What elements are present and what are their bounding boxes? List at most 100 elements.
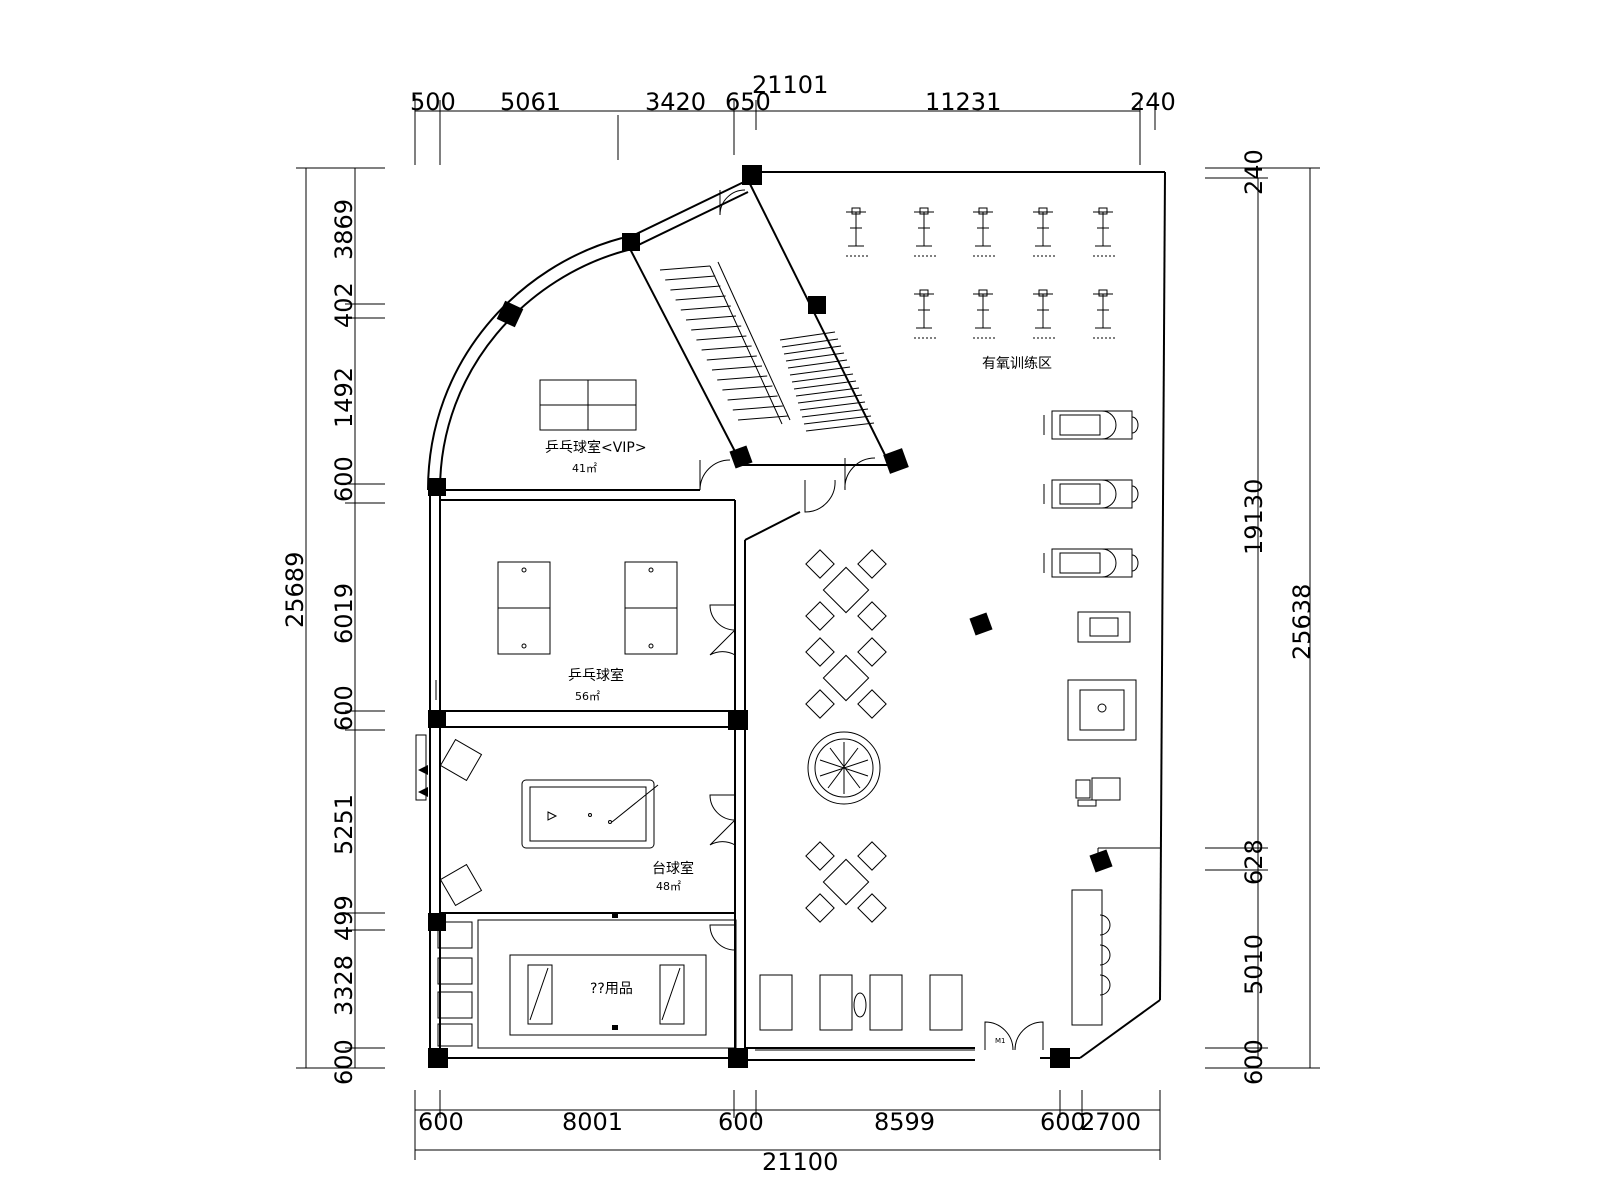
left-dimensions: 25689 3869 402 1492 600 6019 600 5251 49… xyxy=(281,167,385,1085)
gym-machine xyxy=(1091,777,1121,801)
chair xyxy=(805,841,835,871)
chair xyxy=(805,601,835,631)
vip-room-area: 41㎡ xyxy=(572,462,597,475)
treadmill-icon xyxy=(1043,548,1139,578)
chair xyxy=(805,689,835,719)
right-seg-2: 628 xyxy=(1240,839,1268,885)
right-dimensions: 240 19130 628 5010 600 25638 xyxy=(1205,149,1320,1085)
right-sub-dim: 19130 xyxy=(1240,479,1268,555)
column-icon xyxy=(729,445,753,469)
column-icon xyxy=(1050,1048,1070,1068)
door-swing-icon xyxy=(844,457,876,491)
left-seg-10: 600 xyxy=(330,1039,358,1085)
spin-bike-icon xyxy=(914,289,936,339)
gym-machine xyxy=(1067,679,1137,741)
door-swing-icon xyxy=(1014,1021,1044,1051)
top-seg-5: 11231 xyxy=(925,88,1001,116)
dining-table-icon xyxy=(805,637,887,719)
pingpong-room-area: 56㎡ xyxy=(575,690,600,703)
top-seg-4: 650 xyxy=(725,88,771,116)
bottom-dimensions: 600 8001 600 8599 600 2700 21100 xyxy=(414,1090,1161,1176)
bottom-seg-6: 2700 xyxy=(1080,1108,1141,1136)
door-swing-icon xyxy=(709,604,736,631)
treadmill-icon xyxy=(1043,410,1139,440)
top-total-dim: 21101 xyxy=(752,71,828,99)
top-seg-1: 500 xyxy=(410,88,456,116)
billiards-room: 台球室 48㎡ xyxy=(415,734,694,907)
right-seg-3: 5010 xyxy=(1240,934,1268,995)
top-dimensions: 21101 500 5061 3420 650 11231 240 xyxy=(410,71,1176,165)
spin-bike-icon xyxy=(973,207,995,257)
door-swing-icon xyxy=(709,794,736,821)
vip-pingpong-room: 乒乓球室<VIP> 41㎡ xyxy=(539,379,647,475)
spin-bike-icon xyxy=(846,207,868,257)
aerobic-bikes xyxy=(846,207,1115,339)
column-icon xyxy=(728,710,748,730)
armchair xyxy=(439,738,483,782)
billiards-room-area: 48㎡ xyxy=(656,880,681,893)
chair xyxy=(805,637,835,667)
right-seg-4: 600 xyxy=(1240,1039,1268,1085)
supply-room: ??用品 xyxy=(437,919,737,1049)
gym-machine xyxy=(1077,611,1131,643)
column-icon xyxy=(1089,849,1113,873)
chair xyxy=(857,637,887,667)
chair xyxy=(857,601,887,631)
curved-wall xyxy=(427,237,623,491)
left-seg-2: 402 xyxy=(330,282,358,328)
left-seg-4: 600 xyxy=(330,456,358,502)
left-seg-7: 5251 xyxy=(330,794,358,855)
treadmill-icon xyxy=(1043,479,1139,509)
cafe-tables xyxy=(805,549,887,923)
aerobic-area-name: 有氧训练区 xyxy=(982,356,1052,372)
sofa xyxy=(869,974,903,1031)
bottom-seg-3: 600 xyxy=(718,1108,764,1136)
door-swing-icon xyxy=(719,189,746,216)
columns xyxy=(428,165,1113,1068)
bottom-seg-4: 8599 xyxy=(874,1108,935,1136)
left-seg-8: 499 xyxy=(330,895,358,941)
door-swing-icon xyxy=(709,819,736,846)
bottom-seg-1: 600 xyxy=(418,1108,464,1136)
left-seg-6: 600 xyxy=(330,685,358,731)
gym-machines xyxy=(1067,611,1137,807)
treadmills xyxy=(1043,410,1139,578)
chair xyxy=(857,689,887,719)
column-icon xyxy=(808,296,826,314)
spin-bike-icon xyxy=(1093,289,1115,339)
column-icon xyxy=(428,913,446,931)
chair xyxy=(805,549,835,579)
plant-icon xyxy=(807,731,881,805)
left-seg-5: 6019 xyxy=(330,583,358,644)
billiards-room-name: 台球室 xyxy=(652,860,694,877)
staircase xyxy=(659,261,875,432)
column-icon xyxy=(969,612,993,636)
column-icon xyxy=(883,448,909,474)
column-icon xyxy=(742,165,762,185)
column-icon xyxy=(622,233,640,251)
door-swing-icon xyxy=(709,629,736,656)
column-icon xyxy=(428,710,446,728)
armchair xyxy=(439,863,483,907)
door-swing-icon xyxy=(984,1021,1014,1051)
stair-flight xyxy=(779,331,875,432)
sofa xyxy=(819,974,853,1031)
column-icon xyxy=(428,478,446,496)
top-seg-6: 240 xyxy=(1130,88,1176,116)
chair xyxy=(857,549,887,579)
dining-table-icon xyxy=(805,549,887,631)
doors: M1 xyxy=(699,189,1044,1051)
spin-bike-icon xyxy=(1033,207,1055,257)
spin-bike-icon xyxy=(1093,207,1115,257)
lounge-seating xyxy=(755,889,1111,1051)
sofa xyxy=(759,974,793,1031)
bar-counter xyxy=(1071,889,1103,1026)
dining-table-icon xyxy=(805,841,887,923)
bottom-seg-2: 8001 xyxy=(562,1108,623,1136)
bottom-seg-5: 600 xyxy=(1040,1108,1086,1136)
door-swing-icon xyxy=(709,924,736,951)
chair xyxy=(857,841,887,871)
column-icon xyxy=(612,1025,618,1030)
spin-bike-icon xyxy=(1033,289,1055,339)
